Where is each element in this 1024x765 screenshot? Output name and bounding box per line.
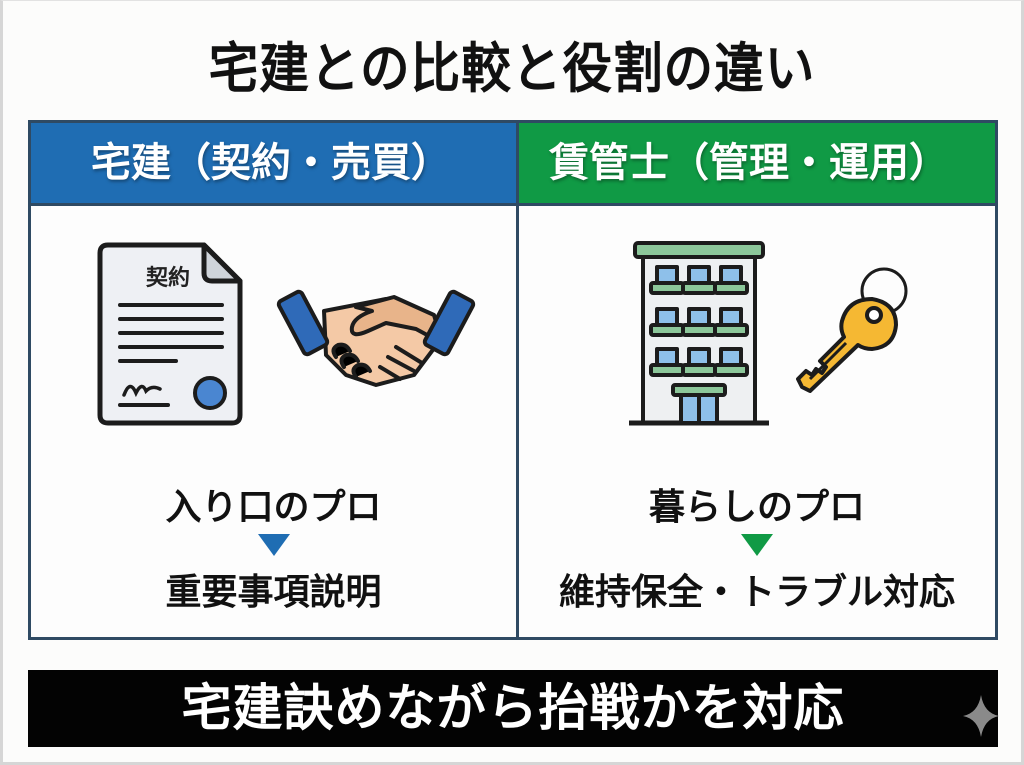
page-title: 宅建との比較と役割の違い (208, 37, 816, 100)
column-header-chinkanshi: 賃管士（管理・運用） (519, 123, 995, 206)
apartment-building-icon (629, 239, 769, 429)
icon-row-takken: 契約 (31, 233, 516, 433)
icon-row-chinkanshi (519, 233, 995, 433)
column-takken: 宅建（契約・売買） 契約 (31, 123, 519, 637)
role-detail-takken: 重要事項説明 (165, 572, 382, 613)
down-arrow-icon (741, 534, 773, 556)
role-label-chinkanshi: 暮らしのプロ (648, 487, 865, 528)
role-label-takken: 入り口のプロ (165, 487, 382, 528)
role-detail-chinkanshi: 維持保全・トラブル対応 (558, 572, 955, 613)
key-icon (784, 263, 934, 413)
sparkle-icon (963, 695, 999, 737)
comparison-table: 宅建（契約・売買） 契約 (28, 120, 998, 640)
contract-document-icon: 契約 (96, 239, 246, 429)
column-header-takken: 宅建（契約・売買） (31, 123, 516, 206)
summary-banner: 宅建訣めながら抬戦かを対応 (28, 670, 998, 747)
svg-text:契約: 契約 (145, 265, 190, 291)
handshake-icon (276, 271, 476, 401)
column-chinkanshi: 賃管士（管理・運用） (519, 123, 995, 637)
down-arrow-icon (257, 534, 290, 556)
